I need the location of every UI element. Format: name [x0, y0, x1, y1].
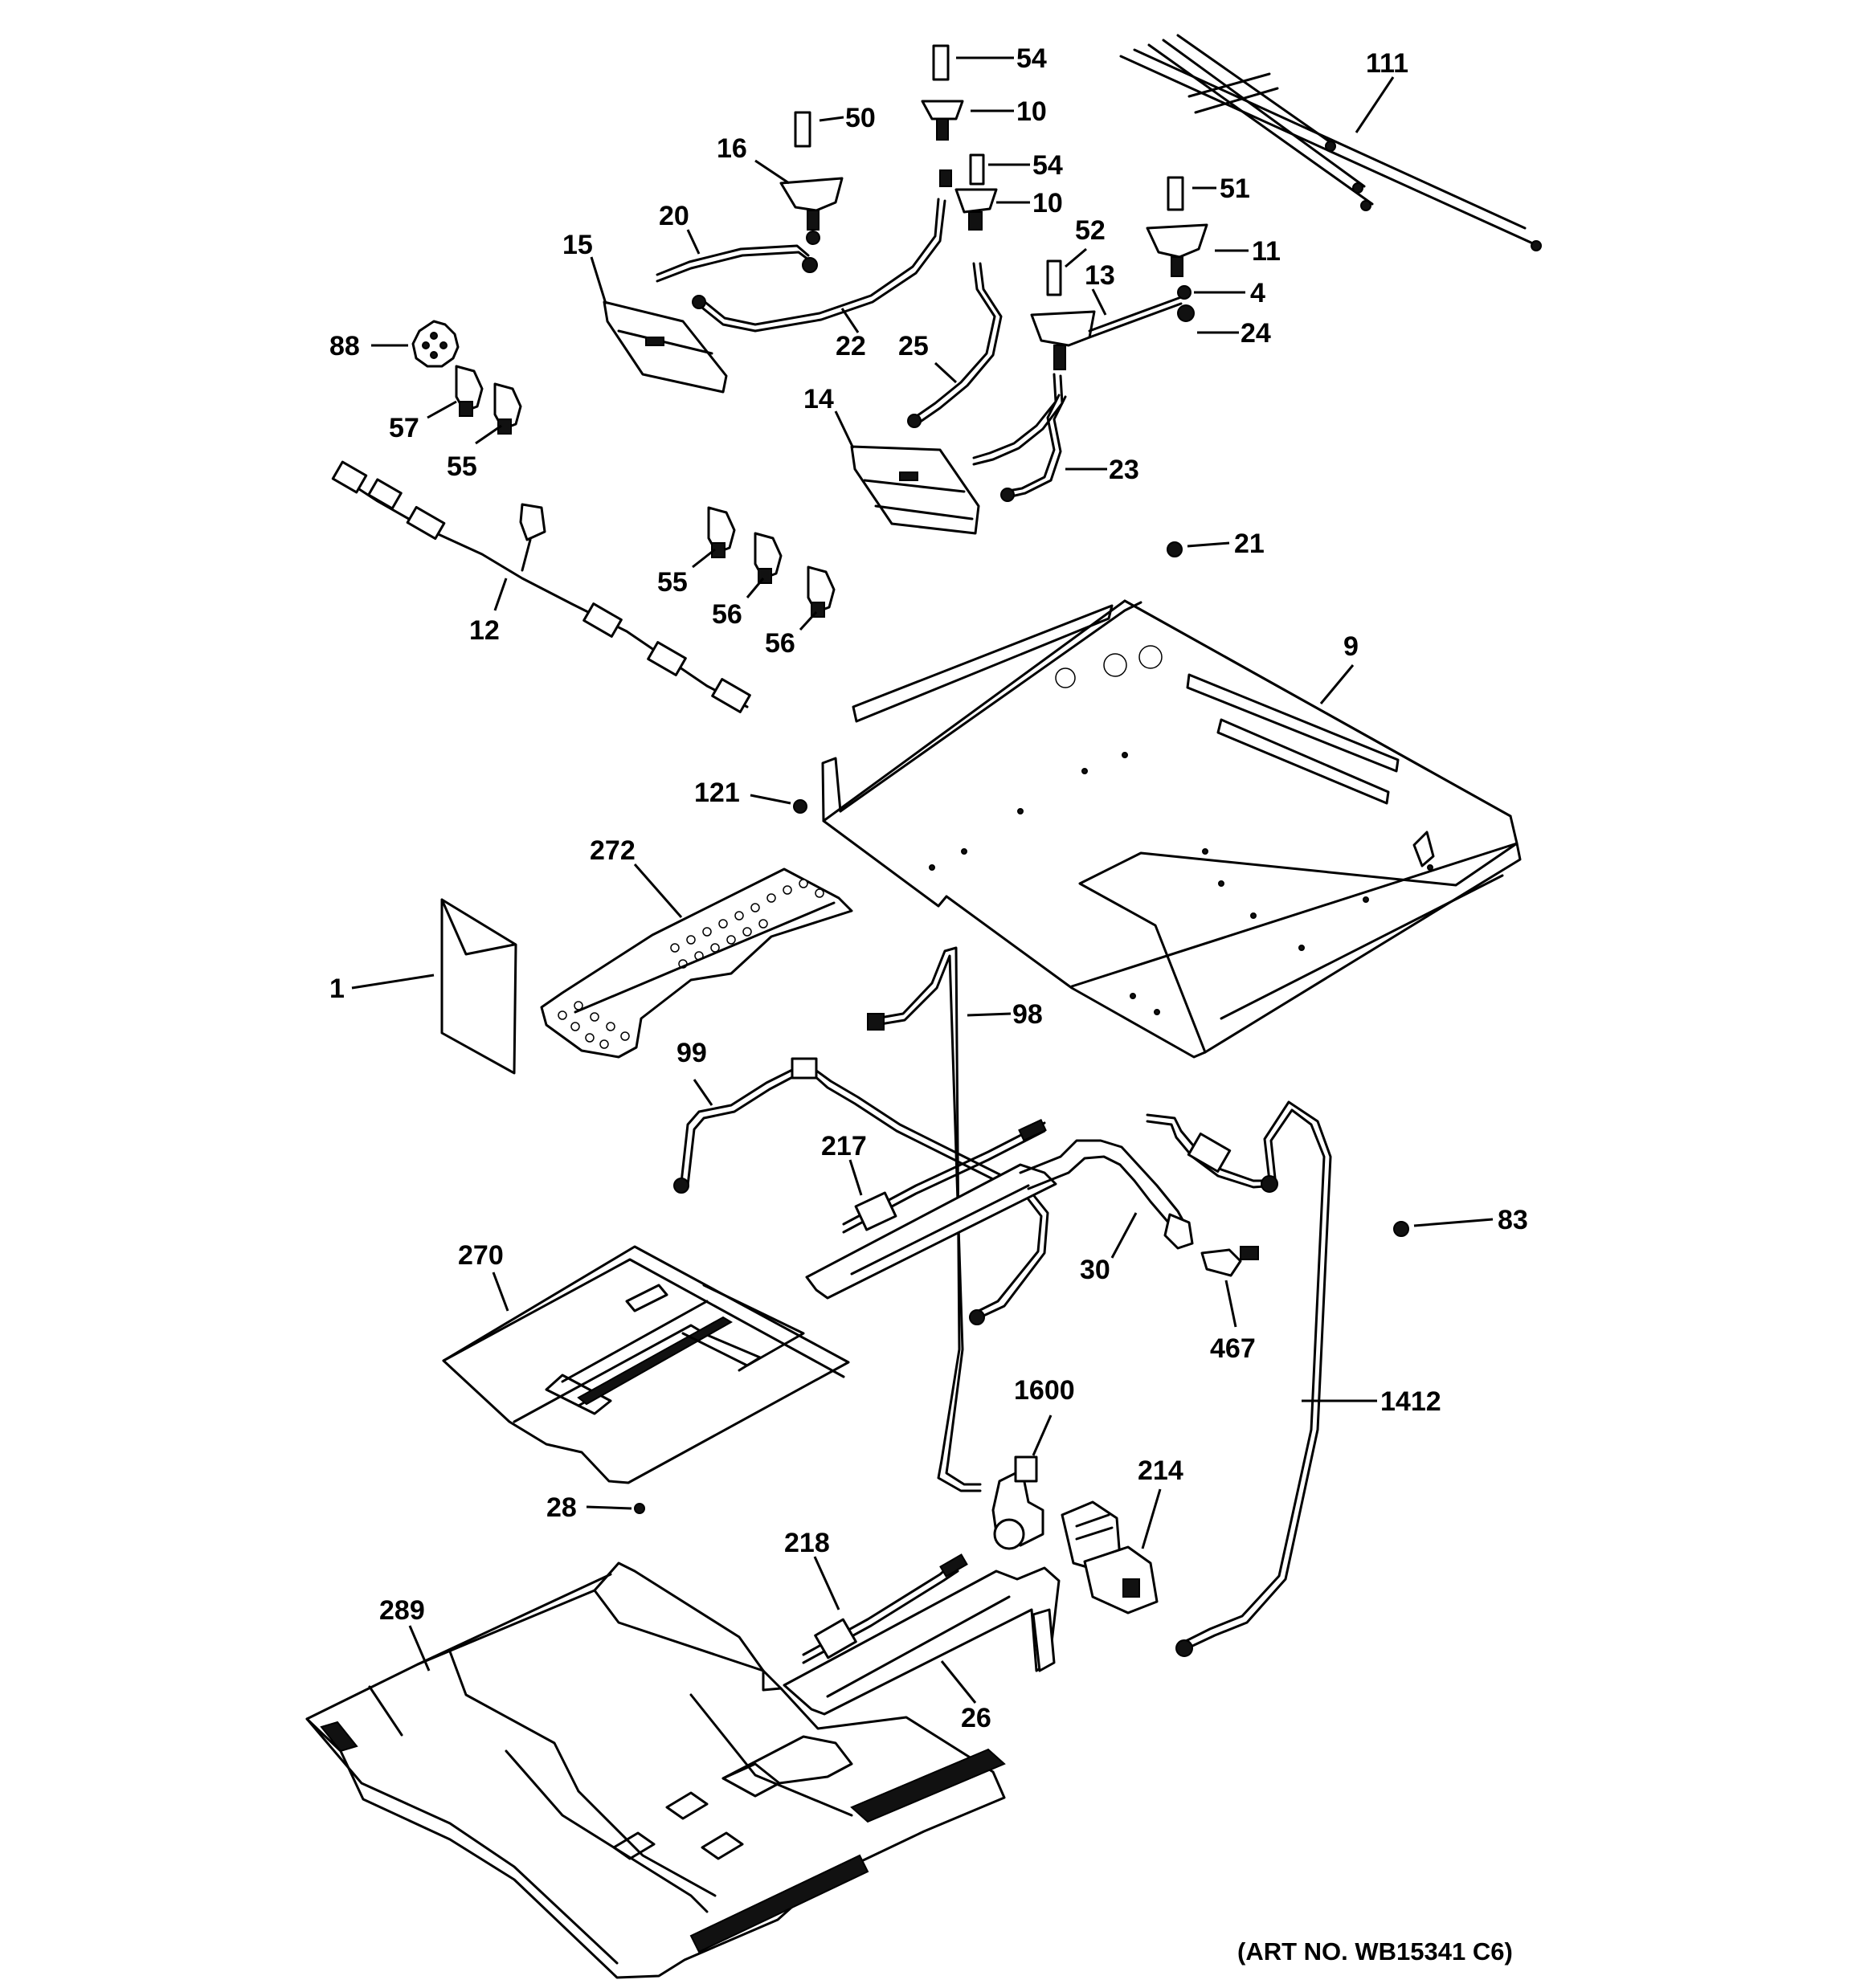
- part-50: [794, 111, 811, 148]
- part-270-tray: [442, 1245, 850, 1484]
- part-88: [411, 320, 460, 368]
- part-214-valve: [1061, 1500, 1159, 1614]
- part-23-tube: [972, 373, 1067, 502]
- burner-tube-lower: [805, 1163, 1057, 1300]
- callout-1600: 1600: [1014, 1375, 1075, 1406]
- callout-13: 13: [1085, 260, 1115, 291]
- part-1-literature: [440, 898, 517, 1075]
- part-52: [1046, 259, 1062, 296]
- part-55-valve-upper: [493, 382, 522, 435]
- callout-55-lower: 55: [657, 567, 688, 598]
- callout-218: 218: [784, 1528, 830, 1558]
- callout-26: 26: [961, 1703, 991, 1733]
- part-22-tube: [692, 198, 946, 333]
- part-16: [779, 177, 844, 245]
- part-467-fitting: [1200, 1246, 1259, 1277]
- callout-57: 57: [389, 413, 419, 443]
- callout-12: 12: [469, 615, 500, 646]
- part-56-valve-lower: [807, 565, 836, 618]
- callout-467: 467: [1210, 1333, 1256, 1364]
- callout-22: 22: [836, 331, 866, 361]
- part-55-valve-lower: [707, 506, 736, 558]
- part-83-screw: [1393, 1221, 1409, 1237]
- callout-51: 51: [1220, 173, 1250, 204]
- callout-24: 24: [1241, 318, 1271, 349]
- callout-111: 111: [1366, 48, 1408, 79]
- part-217-igniter: [842, 1118, 1047, 1234]
- part-13-burner: [1030, 296, 1183, 370]
- part-1600: [991, 1455, 1044, 1550]
- callout-88: 88: [329, 331, 360, 361]
- callout-52: 52: [1075, 215, 1106, 246]
- part-14-bracket: [850, 445, 980, 535]
- callout-30: 30: [1080, 1255, 1110, 1285]
- part-26-burner: [783, 1566, 1061, 1716]
- callout-217: 217: [821, 1131, 867, 1161]
- callout-54-top: 54: [1016, 43, 1047, 74]
- callout-9: 9: [1343, 631, 1359, 662]
- callout-10-top: 10: [1016, 96, 1047, 127]
- part-289-pan: [305, 1561, 1006, 1979]
- part-272-plate: [540, 867, 853, 1059]
- part-54-second: [969, 153, 985, 186]
- part-20-tube: [656, 244, 818, 283]
- part-54-top: [932, 44, 950, 81]
- part-1412-tube: [1146, 1100, 1332, 1657]
- part-4: [1177, 285, 1192, 300]
- part-99-tube: [673, 1057, 1049, 1325]
- callout-99: 99: [676, 1038, 707, 1068]
- callout-25: 25: [898, 331, 929, 361]
- callout-21: 21: [1234, 529, 1265, 559]
- callout-55-upper: 55: [447, 451, 477, 482]
- part-111-rods: [1119, 34, 1542, 251]
- part-28-screw: [634, 1503, 645, 1514]
- callout-270: 270: [458, 1240, 504, 1271]
- part-25-tube: [907, 262, 1003, 428]
- part-121-screw: [793, 799, 807, 814]
- callout-50: 50: [845, 103, 876, 133]
- callout-15: 15: [562, 230, 593, 260]
- part-30-elbow: [1019, 1139, 1194, 1250]
- part-10-top: [921, 100, 964, 141]
- callout-272: 272: [590, 835, 636, 866]
- callout-14: 14: [803, 384, 834, 414]
- callout-23: 23: [1109, 455, 1139, 485]
- callout-28: 28: [546, 1492, 577, 1523]
- callout-98: 98: [1012, 999, 1043, 1030]
- callout-54-second: 54: [1032, 150, 1063, 181]
- part-11-burner: [1146, 223, 1208, 277]
- part-51: [1167, 176, 1184, 211]
- callout-16: 16: [717, 133, 747, 164]
- part-12-harness: [331, 460, 751, 713]
- callout-4: 4: [1250, 278, 1265, 308]
- callout-1412: 1412: [1380, 1386, 1441, 1417]
- art-number: (ART NO. WB15341 C6): [1237, 1937, 1513, 1966]
- part-10-second: [939, 169, 998, 231]
- callout-83: 83: [1498, 1205, 1528, 1235]
- callout-289: 289: [379, 1595, 425, 1626]
- part-21-screw: [1167, 541, 1183, 557]
- callout-56-lower: 56: [765, 628, 795, 659]
- part-218-igniter: [802, 1553, 968, 1664]
- part-24: [1177, 304, 1195, 322]
- callout-20: 20: [659, 201, 689, 231]
- callout-1: 1: [329, 974, 345, 1004]
- callout-121: 121: [694, 778, 740, 808]
- part-98-tube: [867, 946, 982, 1492]
- part-56-valve-upper: [754, 532, 783, 584]
- part-9-tray: [821, 599, 1522, 1059]
- part-15-bracket: [603, 300, 728, 394]
- callout-214: 214: [1138, 1455, 1183, 1486]
- callout-10-second: 10: [1032, 188, 1063, 218]
- part-57-valve: [455, 365, 484, 417]
- callout-11: 11: [1252, 236, 1281, 267]
- callout-56-upper: 56: [712, 599, 742, 630]
